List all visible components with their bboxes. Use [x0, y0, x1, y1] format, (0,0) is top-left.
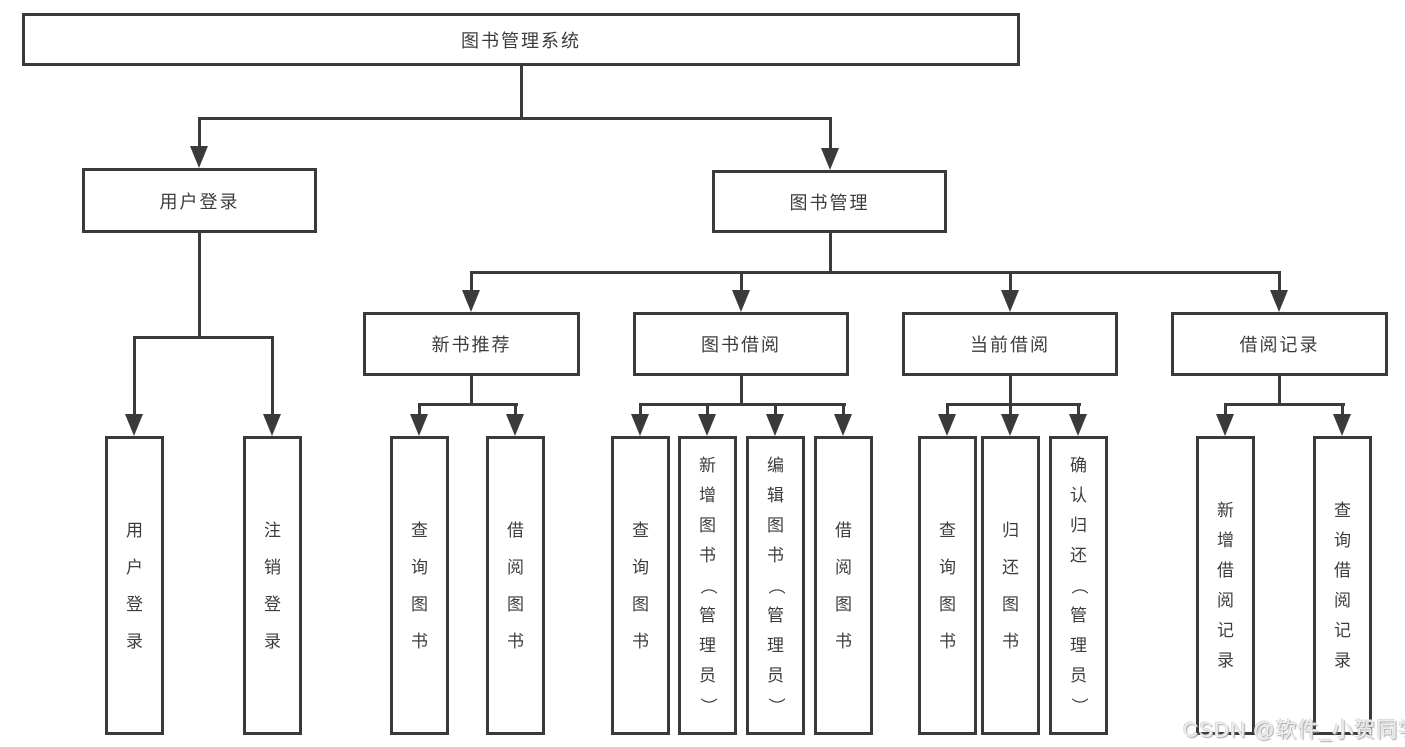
leaf-borrow-books-recommend: 借阅图书 [486, 436, 545, 735]
connector-line [740, 271, 743, 292]
node-label: 查询图书 [411, 520, 428, 651]
node-label: 注销登录 [264, 520, 281, 651]
leaf-edit-book-admin: 编辑图书（管理员） [746, 436, 805, 735]
arrowhead-down [410, 414, 428, 436]
connector-line [1009, 271, 1012, 292]
connector-line [1341, 403, 1344, 416]
arrowhead-down [1216, 414, 1234, 436]
leaf-add-book-admin: 新增图书（管理员） [678, 436, 737, 735]
arrowhead-down [190, 146, 208, 168]
node-new-book-recommend: 新书推荐 [363, 312, 580, 376]
arrowhead-down [698, 414, 716, 436]
connector-line [133, 336, 136, 416]
connector-line [639, 403, 846, 406]
connector-line [1009, 376, 1012, 405]
connector-line [1278, 271, 1281, 292]
connector-line [1009, 403, 1012, 416]
node-label: 借阅图书 [835, 520, 852, 651]
node-label: 新书推荐 [431, 335, 512, 355]
connector-line [829, 233, 832, 273]
leaf-borrow-books-borrowing: 借阅图书 [814, 436, 873, 735]
leaf-query-borrow-record: 查询借阅记录 [1313, 436, 1372, 735]
node-label: 查询借阅记录 [1334, 500, 1351, 670]
leaf-query-books-recommend: 查询图书 [390, 436, 449, 735]
arrowhead-down [631, 414, 649, 436]
node-label: 用户登录 [126, 520, 143, 651]
connector-line [418, 403, 421, 416]
arrowhead-down [1001, 414, 1019, 436]
node-label: 图书借阅 [701, 335, 781, 355]
connector-line [198, 117, 201, 149]
node-book-management: 图书管理 [712, 170, 947, 233]
watermark: CSDN @软件_小贺同学 [1183, 719, 1405, 742]
connector-line [271, 336, 274, 416]
node-label: 查询图书 [632, 520, 649, 651]
connector-line [1224, 403, 1227, 416]
connector-line [198, 233, 201, 338]
node-label: 当前借阅 [970, 335, 1050, 355]
arrowhead-down [506, 414, 524, 436]
arrowhead-down [1333, 414, 1351, 436]
leaf-add-borrow-record: 新增借阅记录 [1196, 436, 1255, 735]
node-label: 图书管理系统 [461, 30, 581, 51]
connector-line [133, 336, 274, 339]
node-label: 查询图书 [939, 520, 956, 651]
arrowhead-down [462, 290, 480, 312]
connector-line [1077, 403, 1080, 416]
connector-line [639, 403, 642, 416]
connector-line [946, 403, 1081, 406]
connector-line [198, 117, 832, 120]
connector-line [946, 403, 949, 416]
connector-line [829, 117, 832, 151]
node-current-borrowing: 当前借阅 [902, 312, 1118, 376]
connector-line [740, 376, 743, 405]
connector-line [470, 271, 473, 292]
connector-line [1278, 376, 1281, 405]
connector-line [842, 403, 845, 416]
connector-line [470, 376, 473, 405]
connector-line [470, 271, 1281, 274]
leaf-return-book: 归还图书 [981, 436, 1040, 735]
arrowhead-down [1270, 290, 1288, 312]
node-label: 借阅记录 [1239, 335, 1320, 355]
leaf-query-books-current: 查询图书 [918, 436, 977, 735]
arrowhead-down [766, 414, 784, 436]
arrowhead-down [938, 414, 956, 436]
node-label: 归还图书 [1002, 520, 1019, 651]
node-label: 新增借阅记录 [1217, 500, 1234, 670]
node-root: 图书管理系统 [22, 13, 1020, 66]
connector-line [514, 403, 517, 416]
node-borrow-records: 借阅记录 [1171, 312, 1388, 376]
arrowhead-down [263, 414, 281, 436]
node-user-login: 用户登录 [82, 168, 317, 233]
node-label: 编辑图书（管理员） [766, 455, 786, 715]
leaf-query-books-borrowing: 查询图书 [611, 436, 670, 735]
node-book-borrowing: 图书借阅 [633, 312, 849, 376]
connector-line [706, 403, 709, 416]
node-label: 用户登录 [159, 191, 240, 212]
arrowhead-down [732, 290, 750, 312]
leaf-logout: 注销登录 [243, 436, 302, 735]
node-label: 图书管理 [789, 192, 870, 213]
arrowhead-down [1001, 290, 1019, 312]
leaf-confirm-return-admin: 确认归还（管理员） [1049, 436, 1108, 735]
connector-line [418, 403, 518, 406]
arrowhead-down [834, 414, 852, 436]
node-label: 新增图书（管理员） [698, 455, 718, 715]
arrowhead-down [1069, 414, 1087, 436]
connector-line [520, 66, 523, 119]
connector-line [1224, 403, 1345, 406]
connector-line [774, 403, 777, 416]
node-label: 借阅图书 [507, 520, 524, 651]
leaf-user-login: 用户登录 [105, 436, 164, 735]
node-label: 确认归还（管理员） [1069, 455, 1089, 715]
arrowhead-down [125, 414, 143, 436]
arrowhead-down [821, 148, 839, 170]
